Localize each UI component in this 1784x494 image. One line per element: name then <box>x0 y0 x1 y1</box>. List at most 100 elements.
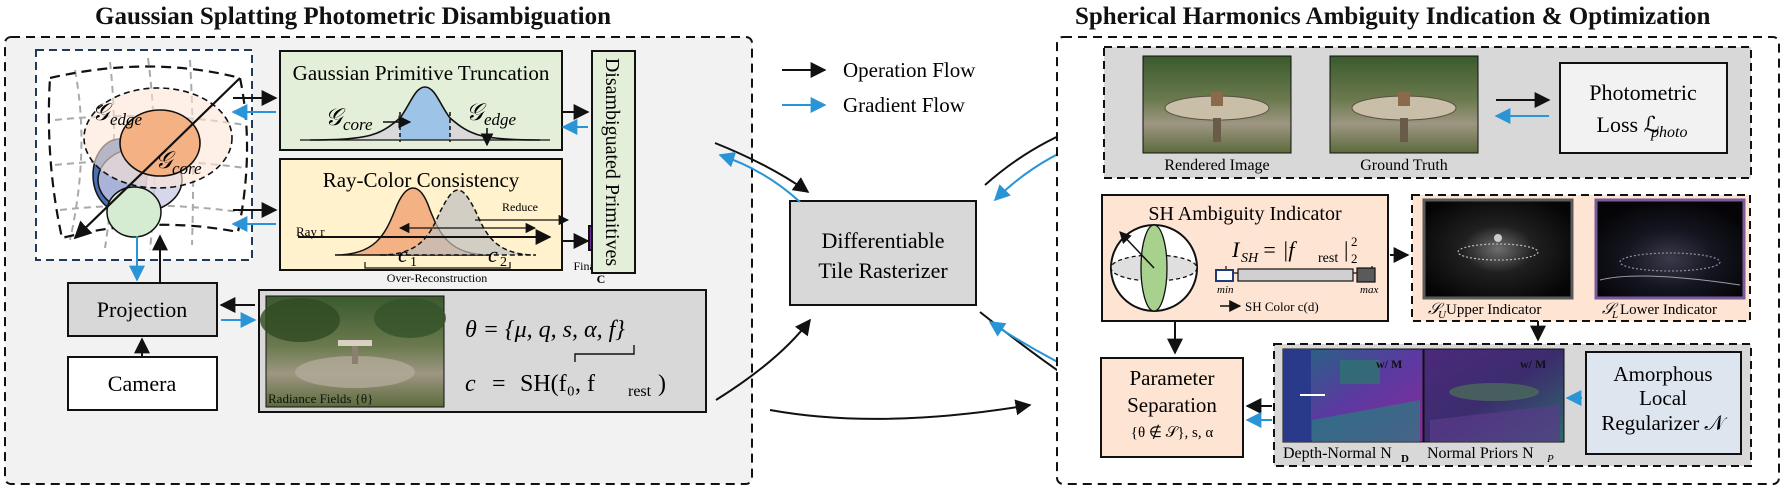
upper-sub: U <box>1438 309 1447 321</box>
trunc-edge-sub: edge <box>484 110 517 129</box>
over-label: Over-Reconstruction <box>387 271 487 285</box>
ray-color-title: Ray-Color Consistency <box>323 168 520 192</box>
rendered-label: Rendered Image <box>1164 157 1269 174</box>
ray-line-1 <box>167 77 241 149</box>
disambiguated-box <box>591 50 636 274</box>
c2-sub: 2 <box>500 255 507 270</box>
trunc-core-label: 𝒢 <box>325 105 346 131</box>
lower-label: Lower Indicator <box>1620 302 1717 318</box>
surface-outline <box>47 65 249 240</box>
sh-max-swatch <box>1356 267 1376 283</box>
c-eq-lhs: c <box>465 371 476 397</box>
param-sep-box[interactable] <box>1100 357 1244 458</box>
rasterizer-box[interactable] <box>789 200 977 306</box>
right-panel-title: Spherical Harmonics Ambiguity Indication… <box>1075 3 1711 30</box>
truncation-title: Gaussian Primitive Truncation <box>293 61 550 85</box>
reduce-label: Reduce <box>502 200 538 214</box>
disambiguated-label: Disambiguated Primitives <box>601 58 623 267</box>
photometric-loss-box[interactable] <box>1559 62 1728 154</box>
param-sep-line3: {θ ∉ 𝒮}, s, α <box>1131 424 1214 441</box>
sh-eq-exp-low: 2 <box>1351 251 1358 266</box>
sh-min-label: min <box>1217 284 1234 296</box>
sh-eq-rhs: = |f <box>1262 237 1297 262</box>
final-color-c: C <box>597 272 606 286</box>
rasterizer-line2: Tile Rasterizer <box>818 258 948 283</box>
c-eq-sub: rest <box>628 383 652 400</box>
sh-sphere <box>1110 224 1198 312</box>
camera-box[interactable] <box>67 356 218 411</box>
param-sep-line2: Separation <box>1127 393 1217 417</box>
trunc-core-sub: core <box>343 115 373 134</box>
c-eq-eq: = <box>492 371 506 397</box>
radiance-image <box>260 295 446 408</box>
camera-label: Camera <box>108 371 177 396</box>
normal-priors-image <box>1423 348 1565 443</box>
f-bracket <box>574 345 635 362</box>
projection-label: Projection <box>97 297 187 322</box>
radiance-caption: Radiance Fields {θ} <box>268 391 373 406</box>
upper-indicator-image <box>1422 198 1574 300</box>
c-eq-close: ) <box>658 371 666 397</box>
over-bracket <box>364 262 511 269</box>
core-gaussian <box>119 109 201 177</box>
lower-sub: L <box>1611 309 1618 321</box>
c1-label: c <box>398 242 408 267</box>
radiance-to-raster <box>715 318 811 401</box>
ground-truth-label: Ground Truth <box>1360 157 1448 174</box>
core-sub: core <box>172 159 202 178</box>
sh-max-label: max <box>1360 284 1378 296</box>
c2-curve <box>379 189 537 256</box>
normal-priors-label: Normal Priors N <box>1427 445 1534 462</box>
edge-label: 𝒢 <box>92 100 113 126</box>
depth-normal-image <box>1282 348 1424 443</box>
upper-label: Upper Indicator <box>1446 302 1541 318</box>
c-eq-rhs: SH(f₀, f <box>520 371 595 397</box>
ray-line-2 <box>73 147 169 240</box>
regularizer-line2: Local <box>1639 386 1687 410</box>
depth-normal-label: Depth-Normal N <box>1283 445 1392 462</box>
regularizer-box[interactable] <box>1585 351 1742 455</box>
theta-equation: θ = {μ, q, s, α, f} <box>465 317 625 343</box>
normal-priors-sub: P <box>1546 453 1554 465</box>
sh-bar <box>1237 268 1354 282</box>
photo-loss-line1: Photometric <box>1589 80 1697 105</box>
sh-eq-lhs: I <box>1231 237 1241 262</box>
core-label: 𝒢 <box>155 148 176 174</box>
ground-truth-image <box>1329 55 1479 154</box>
edge-sub: edge <box>110 110 143 129</box>
sh-eq-exp: 2 <box>1351 234 1358 249</box>
truncation-core <box>400 87 450 140</box>
depth-wm-label: w/ M <box>1376 357 1402 371</box>
radiance-bottom-arrow <box>769 399 1032 420</box>
legend-operation-label: Operation Flow <box>843 58 976 82</box>
regularizer-line1: Amorphous <box>1613 362 1712 386</box>
ray-r-label: Ray r <box>296 224 325 239</box>
grad-raster-to-disamb <box>718 151 801 203</box>
rasterizer-line1: Differentiable <box>822 228 945 253</box>
trunc-edge-label: 𝒢 <box>466 100 487 126</box>
c1-sub: 1 <box>410 255 417 270</box>
param-sep-line1: Parameter <box>1129 366 1214 390</box>
green-gaussian <box>106 186 162 238</box>
depth-normal-sub: D <box>1401 453 1409 465</box>
sh-eq-lhs-sub: SH <box>1241 251 1259 266</box>
legend-gradient-label: Gradient Flow <box>843 93 966 117</box>
left-panel-title: Gaussian Splatting Photometric Disambigu… <box>95 3 612 30</box>
truncation-curve <box>309 86 541 141</box>
photo-loss-sub: photo <box>1650 124 1687 141</box>
disamb-to-raster <box>714 142 810 193</box>
regularizer-line3: Regularizer 𝒩 <box>1601 411 1727 435</box>
priors-wm-label: w/ M <box>1520 357 1546 371</box>
c2-label: c <box>488 242 498 267</box>
sh-color-label: SH Color c(d) <box>1245 299 1319 314</box>
photo-loss-line2: Loss ℒ <box>1597 112 1660 137</box>
sh-min-swatch <box>1215 269 1234 282</box>
rendered-image <box>1142 55 1292 154</box>
projection-box[interactable] <box>67 282 218 337</box>
sh-title: SH Ambiguity Indicator <box>1148 203 1342 225</box>
sh-eq-rhs-sub: rest <box>1318 251 1338 266</box>
sh-eq-end: | <box>1344 237 1348 262</box>
lower-indicator-image <box>1594 198 1746 300</box>
